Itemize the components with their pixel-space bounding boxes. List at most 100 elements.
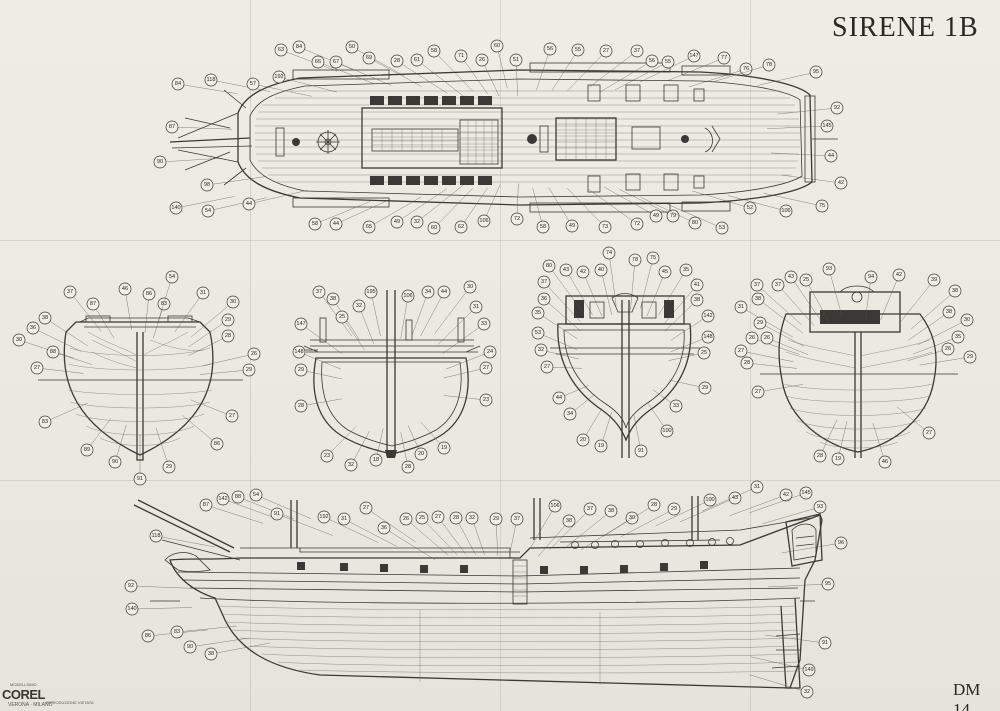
part-callout: 90 — [183, 640, 197, 654]
leader-line — [670, 339, 703, 353]
part-number: 38 — [952, 288, 958, 294]
part-callout: 140 — [169, 201, 183, 215]
part-callout: 27 — [751, 385, 765, 399]
bow-outboard-drawing — [760, 285, 958, 458]
leader-line — [765, 634, 820, 643]
part-callout: 29 — [221, 313, 235, 327]
part-number: 58 — [431, 48, 437, 54]
leader-line — [655, 502, 705, 526]
part-number: 192 — [274, 74, 283, 80]
logo-line-bottom: VERONA · MILANO — [8, 702, 53, 708]
leader-line — [73, 296, 102, 332]
mast-step — [527, 134, 537, 144]
part-callout: 27 — [599, 44, 613, 58]
part-callout: 42 — [892, 268, 906, 282]
part-callout: 74 — [602, 246, 616, 260]
part-callout: 148 — [292, 345, 306, 359]
leader-line — [767, 126, 822, 129]
part-callout: 38 — [690, 293, 704, 307]
part-callout: 27 — [734, 344, 748, 358]
leader-line — [458, 523, 476, 555]
leader-line — [772, 340, 809, 355]
part-number: 56 — [649, 58, 655, 64]
part-callout: 29 — [963, 350, 977, 364]
leader-line — [336, 303, 360, 341]
leader-line — [530, 511, 553, 549]
part-callout: 37 — [750, 278, 764, 292]
part-callout: 76 — [739, 62, 753, 76]
leader-line — [808, 285, 830, 323]
part-number: 27 — [738, 348, 744, 354]
part-number: 93 — [817, 504, 823, 510]
leader-line — [374, 60, 422, 87]
part-number: 52 — [747, 205, 753, 211]
part-callout: 25 — [415, 511, 429, 525]
jib-boom — [161, 539, 241, 561]
side-elevation-drawing — [133, 496, 823, 689]
leader-line — [320, 201, 371, 222]
part-number: 94 — [868, 274, 874, 280]
part-number: 31 — [738, 304, 744, 310]
leader-line — [341, 198, 391, 222]
part-callout: 90 — [153, 155, 167, 169]
leader-line — [614, 64, 663, 91]
part-callout: 29 — [667, 502, 681, 516]
part-callout: 67 — [329, 55, 343, 69]
part-callout: 83 — [38, 415, 52, 429]
part-number: 87 — [90, 301, 96, 307]
main-wale — [177, 567, 801, 593]
keel — [385, 450, 397, 458]
part-number: 41 — [694, 282, 700, 288]
channel — [298, 345, 481, 353]
part-number: 72 — [634, 221, 640, 227]
part-callout: 53 — [531, 326, 545, 340]
leader-line — [794, 281, 822, 322]
part-number: 37 — [67, 289, 73, 295]
part-callout: 55 — [571, 43, 585, 57]
leader-line — [426, 522, 458, 556]
part-callout: 55 — [661, 55, 675, 69]
gun-row — [370, 96, 492, 185]
leader-line — [763, 193, 817, 205]
part-number: 26 — [251, 351, 257, 357]
part-callout: 45 — [658, 265, 672, 279]
part-callout: 46 — [118, 282, 132, 296]
mast — [386, 290, 396, 456]
part-number: 140 — [171, 205, 180, 211]
part-callout: 92 — [830, 101, 844, 115]
rail-cap — [167, 315, 193, 323]
part-callout: 44 — [242, 197, 256, 211]
part-callout: 79 — [666, 209, 680, 223]
leader-line — [619, 189, 668, 214]
leader-line — [464, 187, 488, 223]
part-number: 29 — [493, 516, 499, 522]
part-callout: 89 — [80, 443, 94, 457]
leader-line — [190, 399, 227, 414]
part-number: 149 — [804, 667, 813, 673]
part-callout: 95 — [809, 65, 823, 79]
part-number: 95 — [813, 69, 819, 75]
part-callout: 44 — [824, 149, 838, 163]
part-number: 92 — [128, 583, 134, 589]
part-callout: 78 — [628, 253, 642, 267]
frame-outline — [313, 357, 469, 455]
part-number: 43 — [788, 274, 794, 280]
leader-line — [349, 521, 398, 547]
part-callout: 77 — [717, 51, 731, 65]
leader-line — [183, 84, 238, 94]
part-number: 27 — [926, 430, 932, 436]
part-callout: 96 — [834, 536, 848, 550]
part-callout: 106 — [401, 289, 415, 303]
part-number: 35 — [955, 334, 961, 340]
leader-line — [345, 321, 365, 350]
leader-line — [771, 152, 826, 156]
part-callout: 27 — [225, 409, 239, 423]
part-callout: 72 — [510, 212, 524, 226]
leader-line — [658, 275, 684, 316]
part-number: 89 — [84, 447, 90, 453]
part-number: 140 — [127, 606, 136, 612]
leader-line — [752, 363, 797, 369]
part-number: 87 — [169, 124, 175, 130]
